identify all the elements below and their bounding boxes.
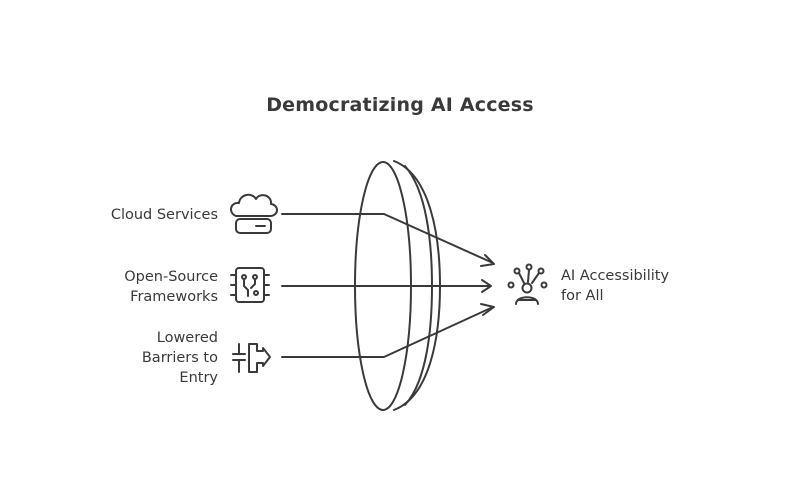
input-label-line: Open-Source <box>124 269 218 285</box>
output-label-ai-accessibility: AI Accessibility for All <box>561 266 669 306</box>
connector-cloud-services <box>281 213 494 264</box>
input-label-line: Cloud Services <box>110 207 218 223</box>
input-label-line: Frameworks <box>130 289 218 305</box>
circuit-chip-icon <box>230 267 270 303</box>
connector-lines <box>281 213 494 358</box>
input-label-lowered-barriers: Lowered Barriers to Entry <box>142 328 218 388</box>
person-network-icon <box>507 263 548 305</box>
arrowhead-middle <box>481 279 492 293</box>
connector-lowered-barriers <box>281 306 494 358</box>
input-label-open-source-frameworks: Open-Source Frameworks <box>124 267 218 307</box>
barrier-arrow-icon <box>232 343 271 373</box>
input-label-line: Barriers to <box>141 350 218 366</box>
arrowheads <box>480 254 495 316</box>
arrowhead-top <box>480 254 495 267</box>
input-label-cloud-services: Cloud Services <box>111 205 218 225</box>
input-label-line: Lowered <box>156 330 218 346</box>
output-label-line: AI Accessibility <box>561 268 670 284</box>
output-label-line: for All <box>561 288 604 304</box>
arrowhead-bottom <box>480 303 495 316</box>
cloud-server-icon <box>230 193 278 234</box>
input-label-line: Entry <box>179 370 218 386</box>
diagram-title: Democratizing AI Access <box>266 94 534 116</box>
